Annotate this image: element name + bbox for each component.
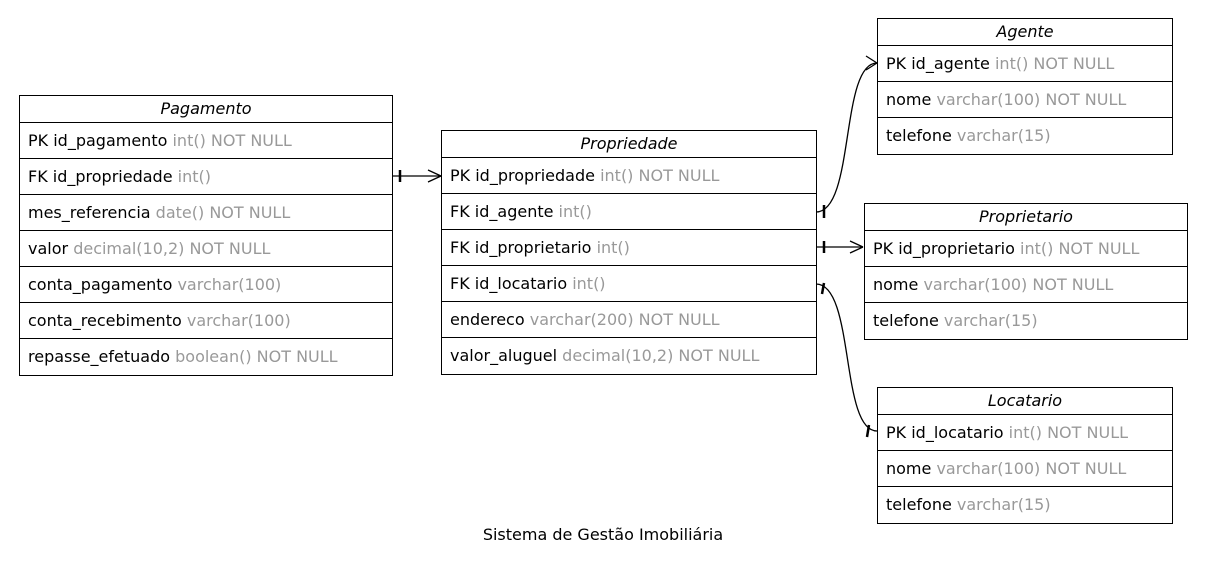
field-type: decimal(10,2) NOT NULL [562,346,760,365]
field-name: PK id_locatario [886,423,1004,442]
field-row: telefone varchar(15) [878,487,1172,523]
field-type: int() [596,238,630,257]
field-name: endereco [450,310,525,329]
field-type: varchar(15) [943,311,1038,330]
field-row: conta_pagamento varchar(100) [20,267,392,303]
field-type: int() NOT NULL [172,131,292,150]
link-propriedade-locatario [815,282,878,438]
field-row: FK id_agente int() [442,194,816,230]
field-row: PK id_agente int() NOT NULL [878,46,1172,82]
field-row: FK id_locatario int() [442,266,816,302]
link-propriedade-proprietario [816,240,864,254]
field-type: varchar(100) NOT NULL [923,275,1114,294]
field-name: valor_aluguel [450,346,558,365]
field-name: telefone [873,311,939,330]
field-row: PK id_proprietario int() NOT NULL [865,231,1187,267]
field-name: telefone [886,126,952,145]
field-name: FK id_locatario [450,274,568,293]
field-row: PK id_pagamento int() NOT NULL [20,123,392,159]
field-name: FK id_proprietario [450,238,592,257]
field-row: FK id_proprietario int() [442,230,816,266]
field-type: int() [572,274,606,293]
entity-title: Agente [878,19,1172,46]
link-propriedade-agente [815,55,878,218]
field-type: int() NOT NULL [600,166,720,185]
field-type: int() [177,167,211,186]
field-row: telefone varchar(15) [865,303,1187,339]
field-name: PK id_proprietario [873,239,1015,258]
entity-propriedade: Propriedade PK id_propriedade int() NOT … [441,130,817,375]
field-type: varchar(100) [177,275,282,294]
field-name: nome [873,275,919,294]
field-type: varchar(100) NOT NULL [936,459,1127,478]
field-name: nome [886,90,932,109]
field-row: mes_referencia date() NOT NULL [20,195,392,231]
field-type: boolean() NOT NULL [175,347,338,366]
entity-locatario: Locatario PK id_locatario int() NOT NULL… [877,387,1173,524]
field-type: int() NOT NULL [1020,239,1140,258]
field-row: endereco varchar(200) NOT NULL [442,302,816,338]
field-type: date() NOT NULL [155,203,291,222]
field-row: nome varchar(100) NOT NULL [865,267,1187,303]
field-type: varchar(100) [186,311,291,330]
field-row: nome varchar(100) NOT NULL [878,451,1172,487]
field-type: varchar(15) [956,126,1051,145]
field-type: int() [558,202,592,221]
entity-proprietario: Proprietario PK id_proprietario int() NO… [864,203,1188,340]
field-name: repasse_efetuado [28,347,171,366]
field-name: PK id_propriedade [450,166,595,185]
entity-title: Proprietario [865,204,1187,231]
field-name: PK id_agente [886,54,990,73]
field-name: conta_pagamento [28,275,173,294]
entity-pagamento: Pagamento PK id_pagamento int() NOT NULL… [19,95,393,376]
entity-agente: Agente PK id_agente int() NOT NULL nome … [877,18,1173,155]
field-row: nome varchar(100) NOT NULL [878,82,1172,118]
field-name: telefone [886,495,952,514]
field-row: telefone varchar(15) [878,118,1172,154]
field-row: conta_recebimento varchar(100) [20,303,392,339]
field-type: int() NOT NULL [1008,423,1129,442]
field-type: varchar(15) [956,495,1051,514]
field-row: valor_aluguel decimal(10,2) NOT NULL [442,338,816,374]
link-pagamento-propriedade [392,169,442,183]
entity-title: Locatario [878,388,1172,415]
field-name: conta_recebimento [28,311,182,330]
entity-title: Propriedade [442,131,816,158]
field-row: PK id_locatario int() NOT NULL [878,415,1172,451]
field-name: valor [28,239,69,258]
field-name: FK id_agente [450,202,554,221]
field-name: nome [886,459,932,478]
field-type: int() NOT NULL [994,54,1115,73]
field-type: varchar(200) NOT NULL [529,310,720,329]
diagram-caption: Sistema de Gestão Imobiliária [482,525,724,544]
field-name: PK id_pagamento [28,131,168,150]
field-name: mes_referencia [28,203,151,222]
field-row: FK id_propriedade int() [20,159,392,195]
field-type: varchar(100) NOT NULL [936,90,1127,109]
entity-title: Pagamento [20,96,392,123]
field-row: PK id_propriedade int() NOT NULL [442,158,816,194]
field-name: FK id_propriedade [28,167,173,186]
field-type: decimal(10,2) NOT NULL [73,239,271,258]
field-row: valor decimal(10,2) NOT NULL [20,231,392,267]
field-row: repasse_efetuado boolean() NOT NULL [20,339,392,375]
